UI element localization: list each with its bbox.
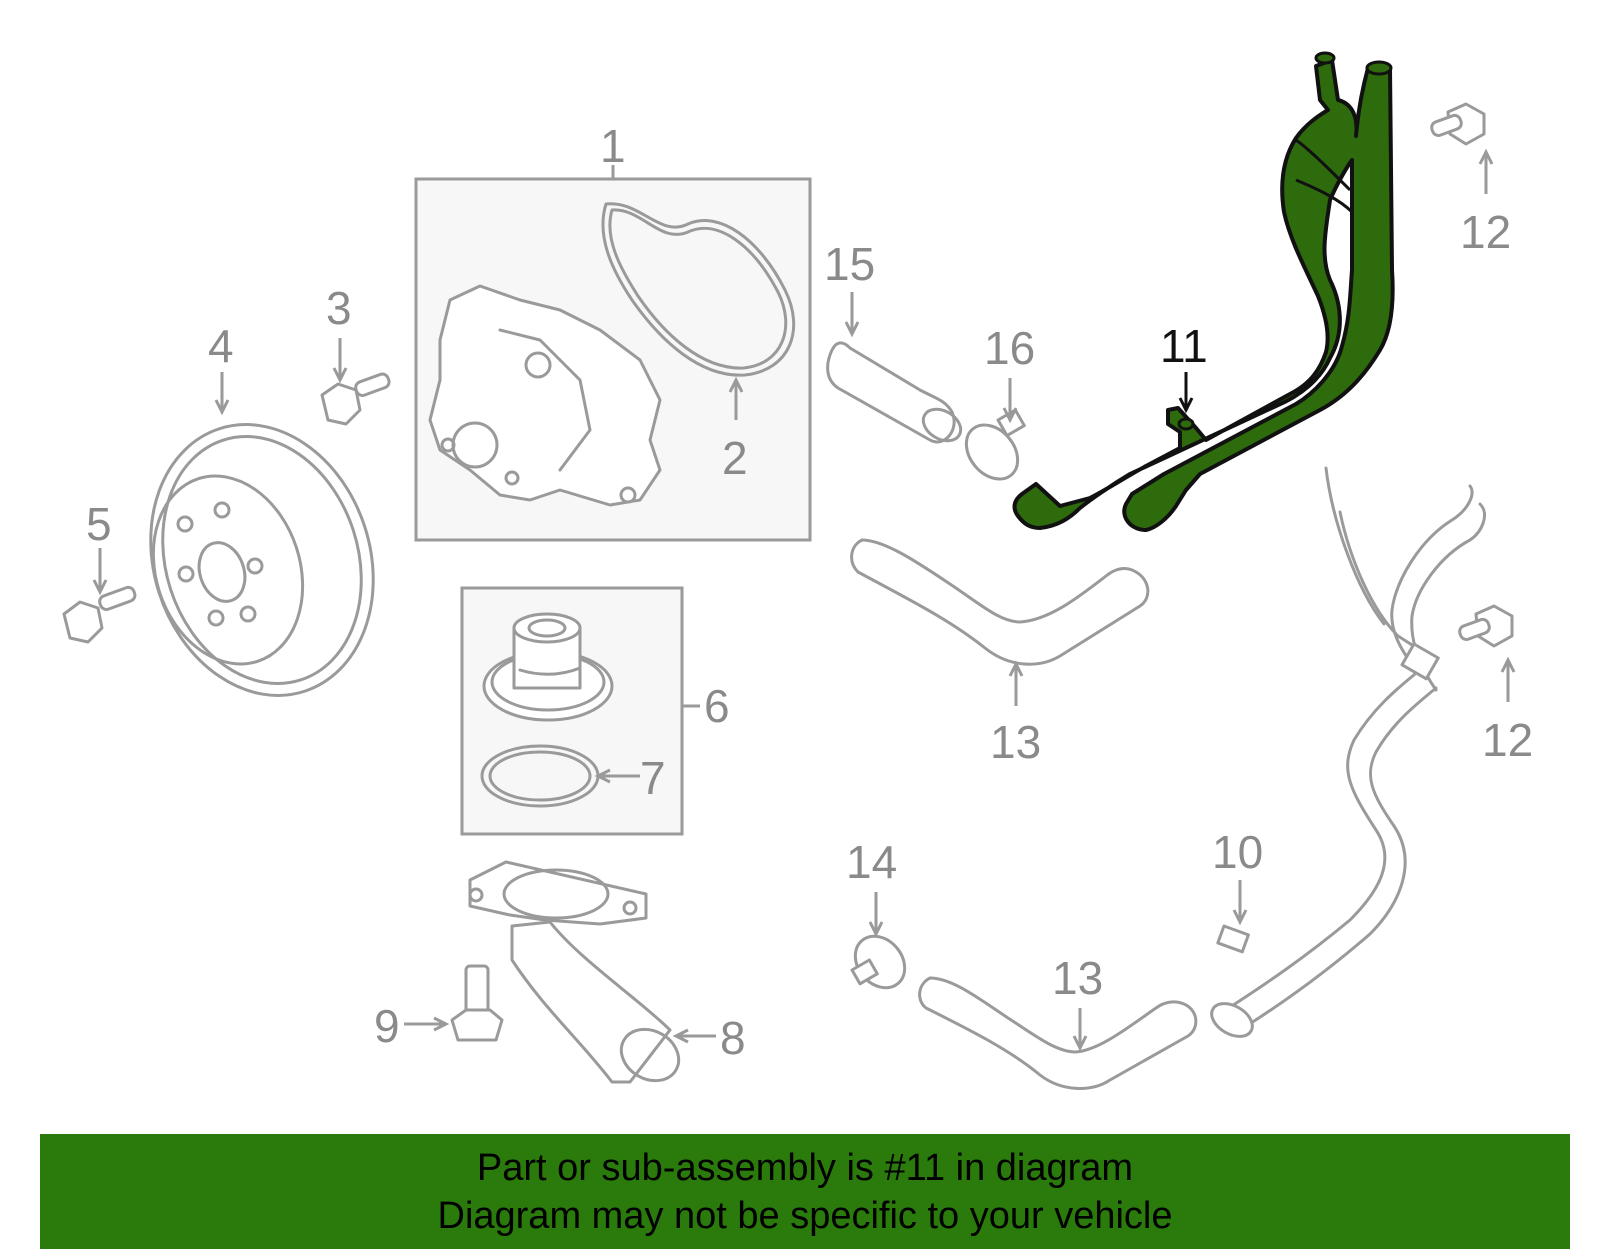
clamp-16[interactable] [956,408,1028,489]
label-13-lower: 13 [1052,952,1103,1004]
label-8: 8 [720,1012,746,1064]
label-6: 6 [704,680,730,732]
label-1: 1 [600,120,626,172]
pulley[interactable] [117,395,408,724]
hose-13-lower[interactable] [918,976,1198,1090]
label-16: 16 [984,322,1035,374]
bolt-3[interactable] [320,372,391,426]
label-9: 9 [374,1000,400,1052]
label-2: 2 [722,432,748,484]
label-12-upper: 12 [1460,206,1511,258]
banner-line-2: Diagram may not be specific to your vehi… [437,1195,1173,1237]
label-5: 5 [86,498,112,550]
label-13-upper: 13 [990,716,1041,768]
bolt-12-lower[interactable] [1458,604,1514,648]
water-pipe-11[interactable] [1012,51,1395,532]
water-outlet[interactable] [468,860,688,1091]
banner-line-1: Part or sub-assembly is #11 in diagram [476,1147,1134,1189]
label-11: 11 [1160,320,1208,372]
label-14: 14 [846,836,897,888]
bolt-12-upper[interactable] [1430,102,1486,146]
label-10: 10 [1212,826,1263,878]
stud-bolt-9[interactable] [450,964,504,1042]
hose-15[interactable] [826,341,967,447]
label-7: 7 [640,752,666,804]
label-4: 4 [208,320,234,372]
water-pump-assembly[interactable] [414,165,812,542]
info-banner: Part or sub-assembly is #11 in diagram D… [40,1134,1570,1249]
clamp-14[interactable] [845,926,915,997]
label-3: 3 [326,282,352,334]
pipe-10[interactable] [1206,466,1486,1043]
bolt-5[interactable] [62,585,137,644]
label-12-lower: 12 [1482,714,1533,766]
hose-13-upper[interactable] [850,538,1150,666]
label-15: 15 [824,238,875,290]
